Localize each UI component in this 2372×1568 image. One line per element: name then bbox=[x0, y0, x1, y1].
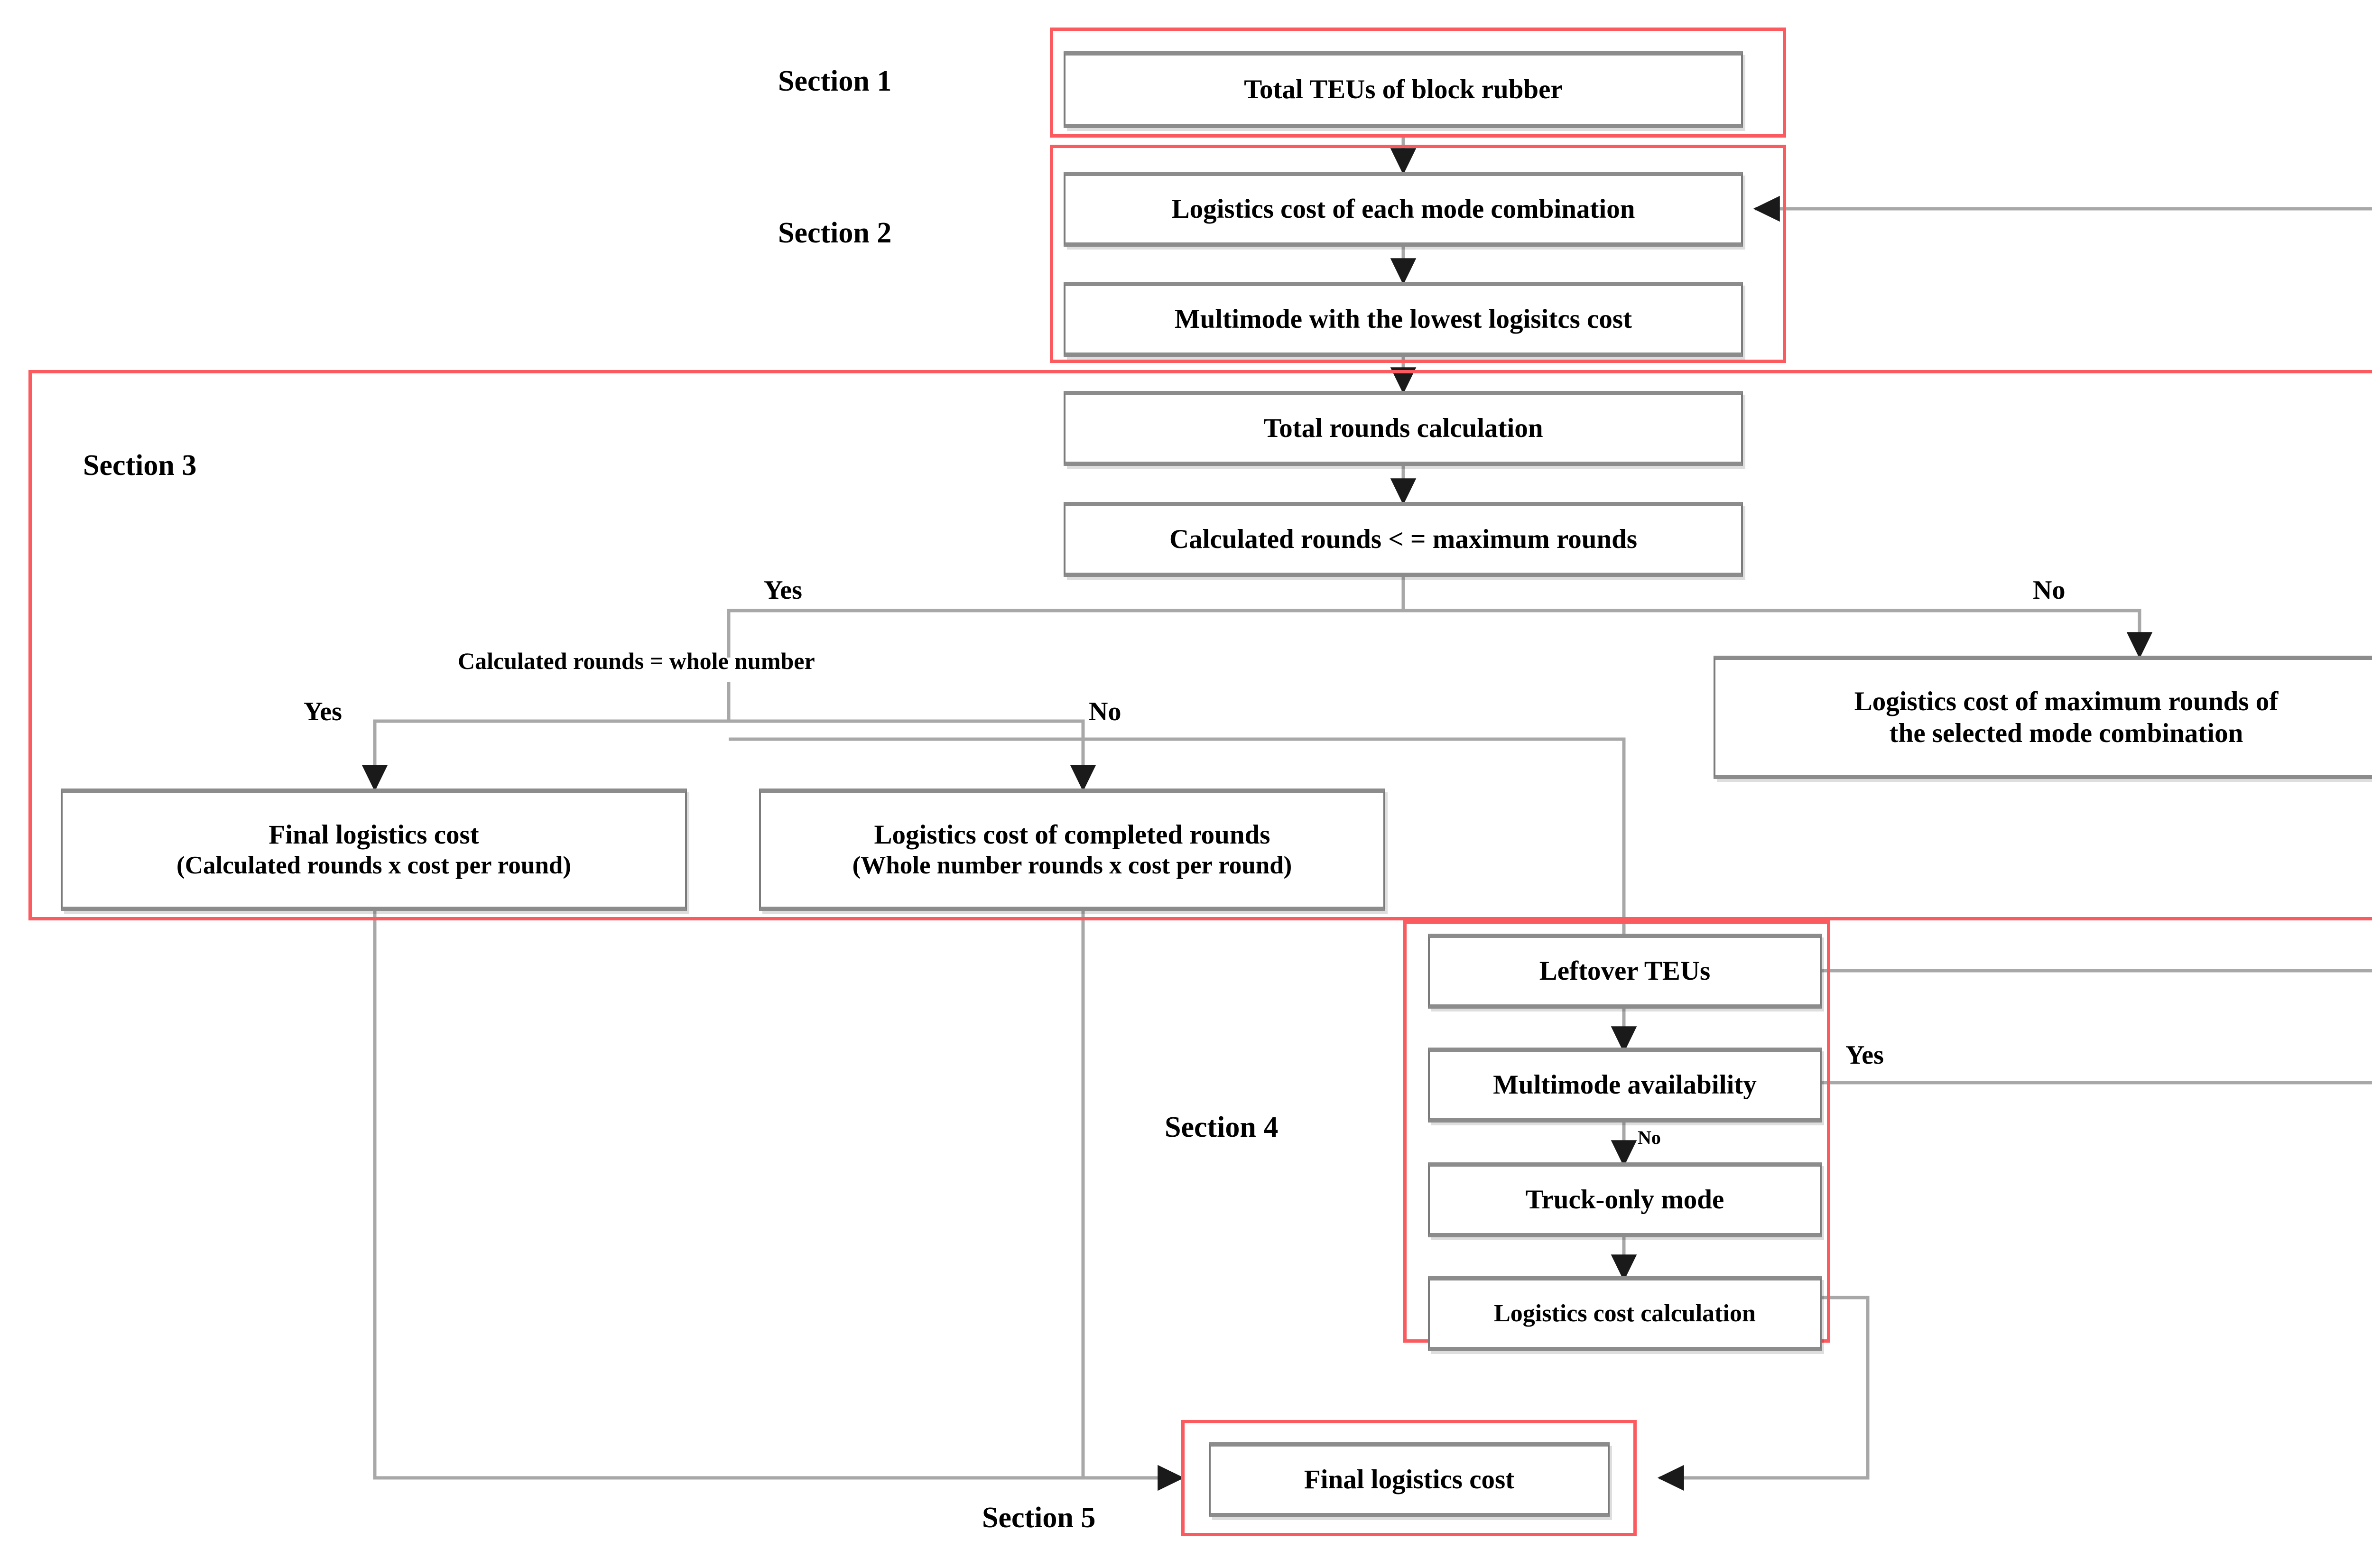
section-label-3: Section 3 bbox=[83, 449, 197, 482]
wire-whole-no bbox=[729, 719, 1085, 789]
node-cost-each-mode[interactable]: Logistics cost of each mode combination bbox=[1064, 172, 1743, 247]
wire-multimode-yes-feedback bbox=[1706, 207, 2372, 1085]
edge-label-rounds-yes: Yes bbox=[764, 575, 802, 605]
wire-check-no bbox=[1403, 609, 2153, 659]
wire-completed-to-final bbox=[1081, 908, 1172, 1480]
wire-maxrounds-to-leftover bbox=[1717, 969, 2372, 973]
wire-finalleft-to-final bbox=[373, 908, 1172, 1480]
node-lowest-cost-mode-label: Multimode with the lowest logisitcs cost bbox=[1174, 304, 1632, 334]
section-label-4: Section 4 bbox=[1165, 1111, 1279, 1143]
node-final-cost-left-line2: (Calculated rounds x cost per round) bbox=[176, 852, 571, 880]
node-completed-rounds-line2: (Whole number rounds x cost per round) bbox=[852, 852, 1292, 880]
edge-label-whole-no: No bbox=[1089, 697, 1121, 726]
node-rounds-check[interactable]: Calculated rounds < = maximum rounds bbox=[1064, 502, 1743, 577]
node-total-rounds-label: Total rounds calculation bbox=[1263, 413, 1543, 444]
node-cost-calculation[interactable]: Logistics cost calculation bbox=[1428, 1276, 1822, 1351]
section-label-2: Section 2 bbox=[778, 217, 892, 249]
node-total-rounds[interactable]: Total rounds calculation bbox=[1064, 391, 1743, 466]
node-truck-only-mode[interactable]: Truck-only mode bbox=[1428, 1162, 1822, 1237]
node-truck-only-mode-label: Truck-only mode bbox=[1525, 1185, 1724, 1215]
node-max-rounds-cost-line2: the selected mode combination bbox=[1889, 718, 2243, 748]
node-rounds-check-label: Calculated rounds < = maximum rounds bbox=[1169, 524, 1638, 555]
node-multimode-availability-label: Multimode availability bbox=[1493, 1070, 1757, 1100]
node-final-cost-left-line1: Final logistics cost bbox=[269, 820, 479, 850]
node-final-cost-left[interactable]: Final logistics cost (Calculated rounds … bbox=[61, 789, 687, 911]
wire-whole-yes bbox=[361, 682, 731, 792]
section-label-5: Section 5 bbox=[982, 1502, 1096, 1534]
node-completed-rounds-line1: Logistics cost of completed rounds bbox=[874, 820, 1270, 850]
node-final-logistics-cost-label: Final logistics cost bbox=[1304, 1465, 1515, 1495]
node-leftover-teus-label: Leftover TEUs bbox=[1539, 956, 1711, 986]
node-cost-calculation-label: Logistics cost calculation bbox=[1494, 1300, 1756, 1327]
wire-no-to-leftover bbox=[729, 737, 1626, 971]
node-multimode-availability[interactable]: Multimode availability bbox=[1428, 1048, 1822, 1123]
node-max-rounds-cost-line1: Logistics cost of maximum rounds of bbox=[1854, 686, 2279, 716]
node-final-logistics-cost[interactable]: Final logistics cost bbox=[1209, 1442, 1610, 1517]
edge-label-multimode-no: No bbox=[1638, 1127, 1661, 1148]
edge-label-rounds-no: No bbox=[2033, 575, 2066, 605]
section-label-1: Section 1 bbox=[778, 65, 892, 97]
node-completed-rounds[interactable]: Logistics cost of completed rounds (Whol… bbox=[759, 789, 1385, 911]
edge-label-multimode-yes: Yes bbox=[1845, 1040, 1884, 1070]
node-total-teus[interactable]: Total TEUs of block rubber bbox=[1064, 51, 1743, 128]
node-leftover-teus[interactable]: Leftover TEUs bbox=[1428, 934, 1822, 1009]
node-cost-each-mode-label: Logistics cost of each mode combination bbox=[1171, 194, 1635, 224]
wire-check-yes bbox=[727, 575, 1405, 658]
edge-label-whole-number-question: Calculated rounds = whole number bbox=[458, 648, 815, 674]
node-max-rounds-cost[interactable]: Logistics cost of maximum rounds of the … bbox=[1714, 656, 2372, 779]
edge-label-whole-yes: Yes bbox=[304, 697, 342, 726]
node-lowest-cost-mode[interactable]: Multimode with the lowest logisitcs cost bbox=[1064, 282, 1743, 357]
node-total-teus-label: Total TEUs of block rubber bbox=[1244, 74, 1563, 105]
